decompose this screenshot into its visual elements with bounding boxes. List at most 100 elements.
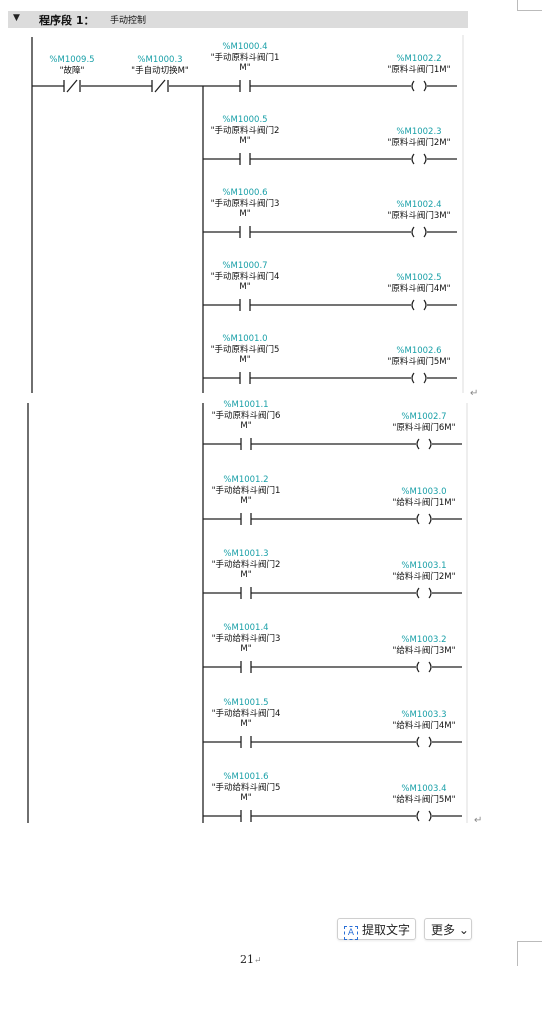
coil-name: "原料斗阀门3M" (387, 210, 450, 221)
page-number: 21↵ (240, 953, 262, 966)
contact-address: %M1001.6 (223, 772, 268, 782)
contact-name-suffix: M" (240, 570, 251, 580)
output-coil[interactable] (416, 810, 432, 822)
contact-name-suffix: M" (240, 496, 251, 506)
output-coil[interactable] (416, 661, 432, 673)
output-coil[interactable] (416, 438, 432, 450)
coil-name: "原料斗阀门2M" (387, 137, 450, 148)
contact-name-suffix: M" (239, 136, 250, 146)
coil-address: %M1003.3 (401, 710, 446, 720)
coil-name: "给料斗阀门4M" (392, 720, 455, 731)
contact-name-suffix: M" (240, 719, 251, 729)
no-contact[interactable] (239, 226, 251, 238)
contact-address: %M1001.3 (223, 549, 268, 559)
contact-address: %M1009.5 (49, 55, 94, 65)
more-label: 更多 (431, 923, 456, 937)
output-coil[interactable] (411, 372, 427, 384)
contact-address: %M1001.5 (223, 698, 268, 708)
no-contact[interactable] (240, 513, 252, 525)
contact-name: "手动给料斗阀门1 (212, 485, 281, 496)
contact-name-suffix: M" (239, 355, 250, 365)
coil-address: %M1003.0 (401, 487, 446, 497)
contact-address: %M1000.7 (222, 261, 267, 271)
output-coil[interactable] (411, 299, 427, 311)
contact-name: "手动给料斗阀门2 (212, 559, 281, 570)
coil-name: "给料斗阀门2M" (392, 571, 455, 582)
contact-address: %M1000.3 (137, 55, 182, 65)
coil-name: "原料斗阀门4M" (387, 283, 450, 294)
no-contact[interactable] (240, 587, 252, 599)
contact-name: "故障" (60, 65, 85, 76)
coil-address: %M1002.3 (396, 127, 441, 137)
contact-name-suffix: M" (240, 644, 251, 654)
contact-address: %M1001.4 (223, 623, 268, 633)
no-contact[interactable] (240, 438, 252, 450)
page-corner-mark (517, 941, 542, 966)
text-extract-icon: A (344, 926, 358, 940)
contact-name-suffix: M" (239, 63, 250, 73)
contact-name: "手动给料斗阀门4 (212, 708, 281, 719)
no-contact[interactable] (240, 736, 252, 748)
output-coil[interactable] (411, 80, 427, 92)
nc-contact[interactable]: %M1000.3"手自动切换M" (131, 55, 189, 93)
contact-address: %M1000.6 (222, 188, 267, 198)
contact-address: %M1001.1 (223, 400, 268, 410)
coil-address: %M1003.1 (401, 561, 446, 571)
output-coil[interactable] (416, 736, 432, 748)
nc-contact[interactable]: %M1009.5"故障" (49, 55, 95, 93)
contact-name-suffix: M" (239, 282, 250, 292)
coil-address: %M1002.7 (401, 412, 446, 422)
contact-name-suffix: M" (240, 793, 251, 803)
contact-name: "手动原料斗阀门4 (211, 271, 280, 282)
contact-name: "手动原料斗阀门6 (212, 410, 281, 421)
no-contact[interactable] (240, 661, 252, 673)
coil-name: "原料斗阀门5M" (387, 356, 450, 367)
coil-address: %M1002.2 (396, 54, 441, 64)
contact-address: %M1001.0 (222, 334, 267, 344)
coil-name: "原料斗阀门6M" (392, 422, 455, 433)
coil-name: "给料斗阀门1M" (392, 497, 455, 508)
paragraph-mark: ↵ (470, 388, 478, 399)
no-contact[interactable] (239, 372, 251, 384)
output-coil[interactable] (416, 513, 432, 525)
contact-address: %M1000.4 (222, 42, 267, 52)
output-coil[interactable] (411, 153, 427, 165)
coil-address: %M1003.2 (401, 635, 446, 645)
more-button[interactable]: 更多 ⌄ (424, 918, 472, 940)
no-contact[interactable] (240, 810, 252, 822)
chevron-down-icon: ⌄ (458, 923, 469, 937)
no-contact[interactable] (239, 153, 251, 165)
contact-address: %M1001.2 (223, 475, 268, 485)
no-contact[interactable] (239, 80, 251, 92)
coil-address: %M1002.5 (396, 273, 441, 283)
coil-address: %M1003.4 (401, 784, 446, 794)
network-comment: 手动控制 (110, 16, 147, 26)
coil-address: %M1002.6 (396, 346, 441, 356)
network-header: ▼ 程序段 1： 手动控制 (8, 11, 468, 28)
contact-name-suffix: M" (239, 209, 250, 219)
output-coil[interactable] (416, 587, 432, 599)
no-contact[interactable] (239, 299, 251, 311)
contact-name: "手动原料斗阀门2 (211, 125, 280, 136)
collapse-triangle-icon[interactable]: ▼ (13, 13, 20, 23)
contact-name: "手动原料斗阀门1 (211, 52, 280, 63)
coil-name: "原料斗阀门1M" (387, 64, 450, 75)
contact-name: "手动原料斗阀门5 (211, 344, 280, 355)
coil-name: "给料斗阀门3M" (392, 645, 455, 656)
output-coil[interactable] (411, 226, 427, 238)
network-title: 程序段 1： (39, 14, 95, 27)
contact-name-suffix: M" (240, 421, 251, 431)
contact-name: "手自动切换M" (131, 65, 189, 76)
